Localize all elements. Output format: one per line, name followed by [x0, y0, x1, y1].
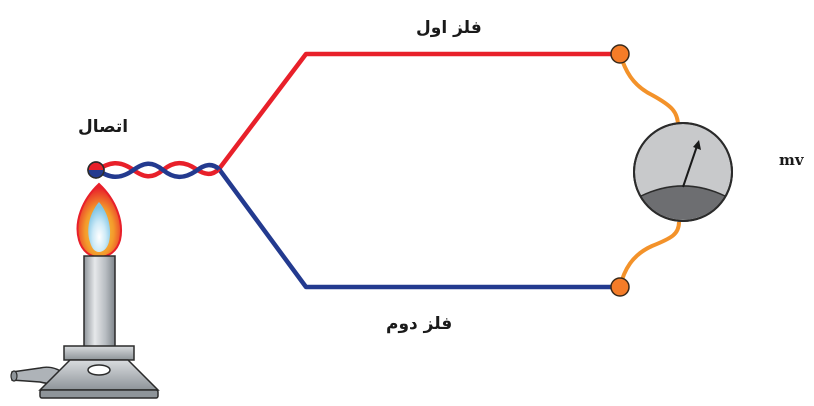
bunsen-burner-icon	[10, 182, 160, 399]
upper-lead-wire	[618, 53, 680, 127]
upper-terminal-icon	[610, 44, 630, 64]
metal-one-wire	[217, 51, 620, 171]
metal-two-wire	[217, 167, 620, 290]
junction-label: اتصال	[78, 117, 129, 137]
lower-lead-wire	[618, 221, 681, 288]
metal-two-label: فلز دوم	[386, 314, 453, 334]
lower-terminal-icon	[610, 277, 630, 297]
junction-point-icon	[87, 161, 105, 179]
millivoltmeter-icon	[633, 122, 733, 222]
meter-unit-label: mv	[779, 151, 804, 169]
twisted-wire-junction	[94, 160, 221, 180]
metal-one-label: فلز اول	[416, 18, 482, 38]
